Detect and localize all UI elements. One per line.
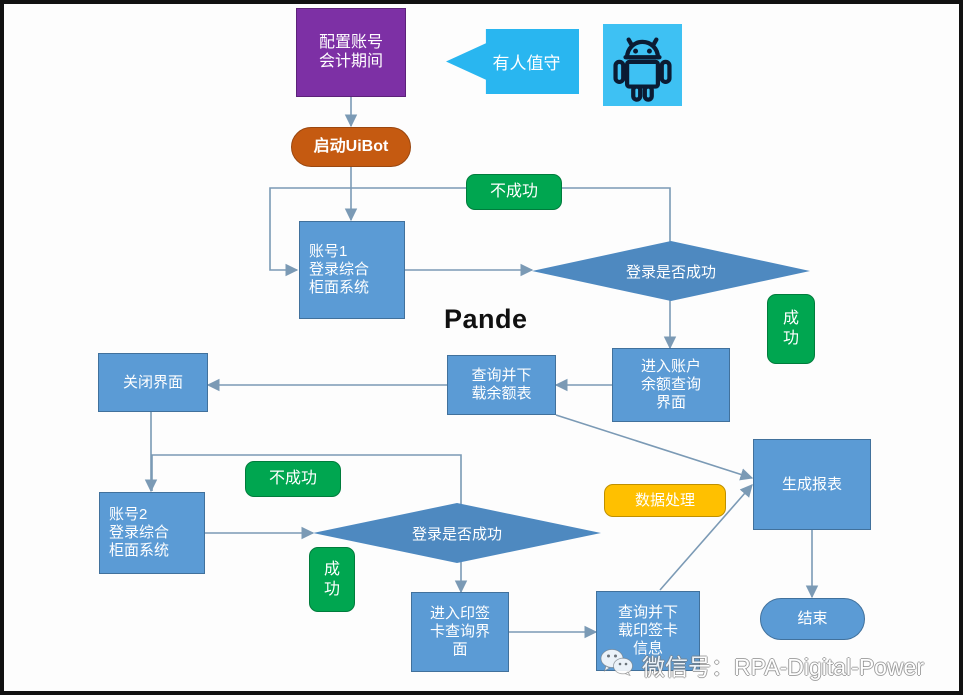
page-title: Pande xyxy=(444,304,528,334)
label-fail-bottom[interactable]: 不成功 xyxy=(245,461,341,497)
label-fail-top[interactable]: 不成功 xyxy=(466,174,562,210)
node-config-account-period[interactable]: 配置账号 会计期间 xyxy=(296,8,406,97)
label-success-top[interactable]: 成 功 xyxy=(767,294,815,364)
frame-border-right xyxy=(959,0,963,695)
callout-attended-label: 有人值守 xyxy=(492,54,561,73)
node-query-seal[interactable]: 查询并下 载印签卡 信息 xyxy=(596,591,700,671)
node-enter-seal-ui[interactable]: 进入印签 卡查询界 面 xyxy=(411,592,509,672)
node-account1-login[interactable]: 账号1 登录综合 柜面系统 xyxy=(299,221,405,319)
node-account2-login[interactable]: 账号2 登录综合 柜面系统 xyxy=(99,492,205,574)
label-success-bottom[interactable]: 成 功 xyxy=(309,547,355,612)
frame-border-bottom xyxy=(0,691,963,695)
label-data-processing[interactable]: 数据处理 xyxy=(604,484,726,517)
frame-border-top xyxy=(0,0,963,4)
frame-border-left xyxy=(0,0,4,695)
node-start-uibot[interactable]: 启动UiBot xyxy=(291,127,411,167)
decision-top-label: 登录是否成功 xyxy=(625,263,716,281)
decision-bottom-label: 登录是否成功 xyxy=(411,525,502,543)
node-end[interactable]: 结束 xyxy=(760,598,865,640)
node-generate-report[interactable]: 生成报表 xyxy=(753,439,871,530)
node-decision-login-top[interactable]: 登录是否成功 xyxy=(532,241,810,301)
node-enter-balance-ui[interactable]: 进入账户 余额查询 界面 xyxy=(612,348,730,422)
node-query-balance[interactable]: 查询并下 载余额表 xyxy=(447,355,556,415)
wire-balance-to-report xyxy=(555,414,754,481)
node-close-ui[interactable]: 关闭界面 xyxy=(98,353,208,412)
node-decision-login-bottom[interactable]: 登录是否成功 xyxy=(313,503,601,563)
callout-attended-mode[interactable]: 有人值守 xyxy=(446,29,579,94)
android-robot-icon xyxy=(603,24,682,106)
